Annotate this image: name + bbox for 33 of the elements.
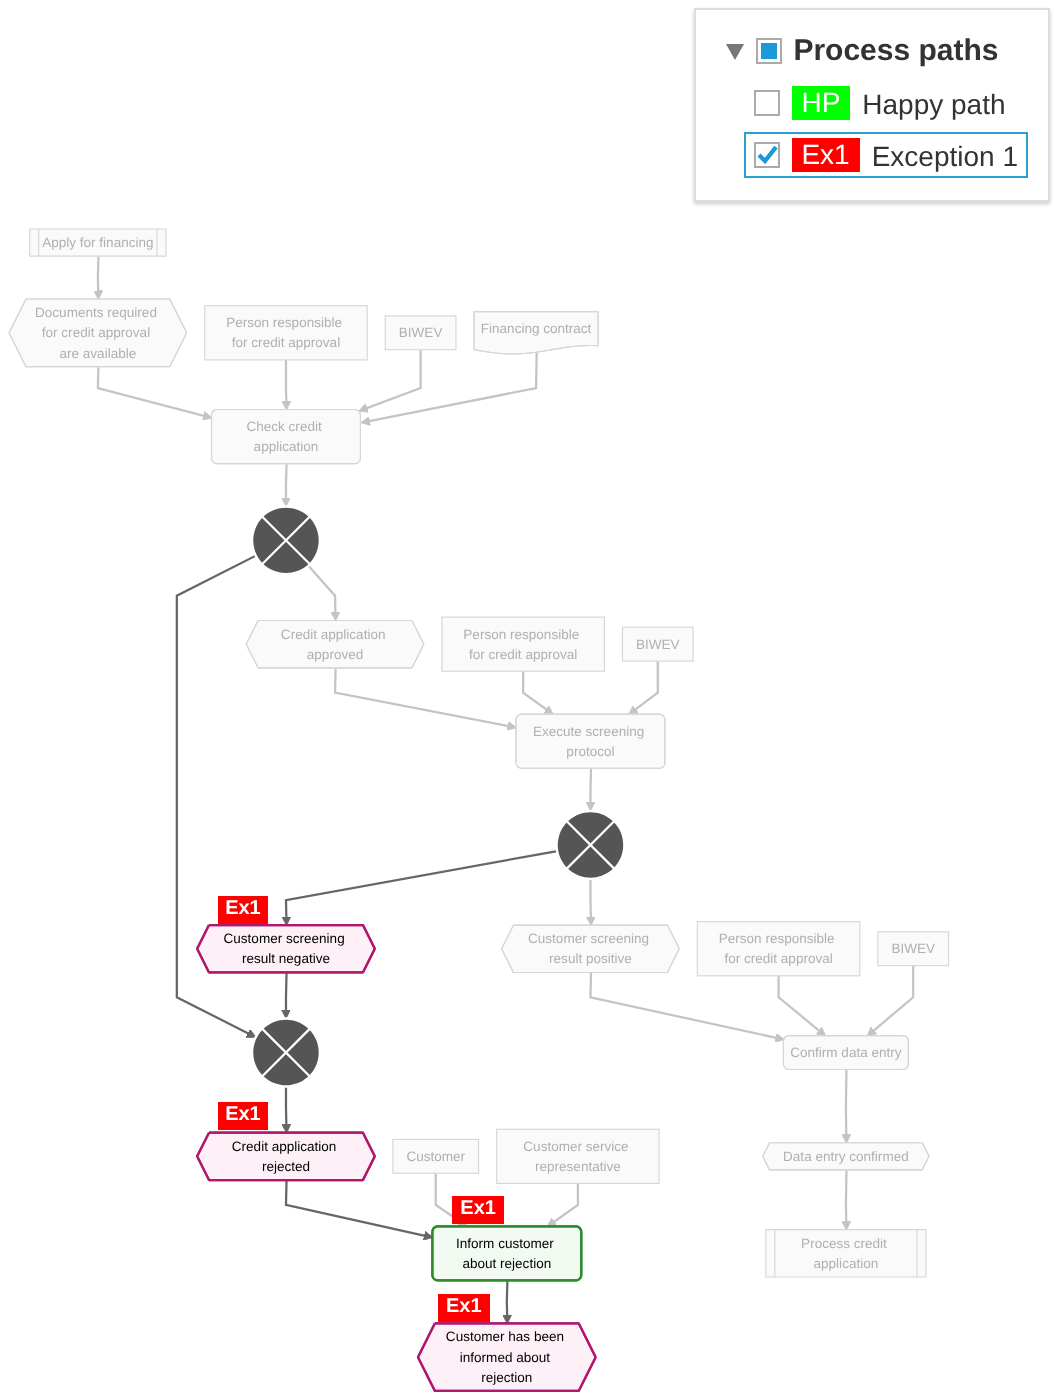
legend-text: Happy path bbox=[862, 87, 1006, 119]
arrow bbox=[281, 973, 291, 1020]
arrow bbox=[585, 768, 596, 812]
arrow bbox=[866, 965, 915, 1037]
arrow bbox=[841, 1070, 852, 1144]
arrow bbox=[333, 668, 518, 731]
arrow bbox=[281, 359, 292, 411]
arrow bbox=[281, 1086, 292, 1134]
arrow bbox=[284, 1180, 434, 1241]
arrow bbox=[96, 367, 213, 421]
path-badge: Ex1 bbox=[217, 1102, 269, 1131]
arrow bbox=[307, 564, 341, 622]
path-badge: Ex1 bbox=[452, 1196, 504, 1225]
arrow bbox=[589, 973, 785, 1043]
arrow bbox=[546, 1183, 579, 1228]
path-badge: Ex1 bbox=[217, 895, 269, 924]
arrow bbox=[841, 1170, 852, 1231]
arrow bbox=[281, 849, 558, 927]
arrow bbox=[360, 352, 538, 426]
arrow bbox=[281, 464, 291, 507]
path-badge: HP bbox=[791, 86, 851, 120]
arrow bbox=[585, 878, 596, 927]
arrow bbox=[522, 671, 554, 716]
legend-title: Process paths bbox=[793, 34, 999, 68]
path-badge: Ex1 bbox=[791, 138, 860, 172]
arrow bbox=[502, 1280, 513, 1325]
arrow bbox=[777, 975, 827, 1037]
legend-text: Exception 1 bbox=[871, 139, 1018, 171]
arrow bbox=[628, 661, 659, 716]
arrow bbox=[358, 349, 422, 413]
arrow bbox=[175, 554, 257, 1038]
path-badge: Ex1 bbox=[437, 1293, 490, 1322]
arrow bbox=[93, 256, 104, 300]
